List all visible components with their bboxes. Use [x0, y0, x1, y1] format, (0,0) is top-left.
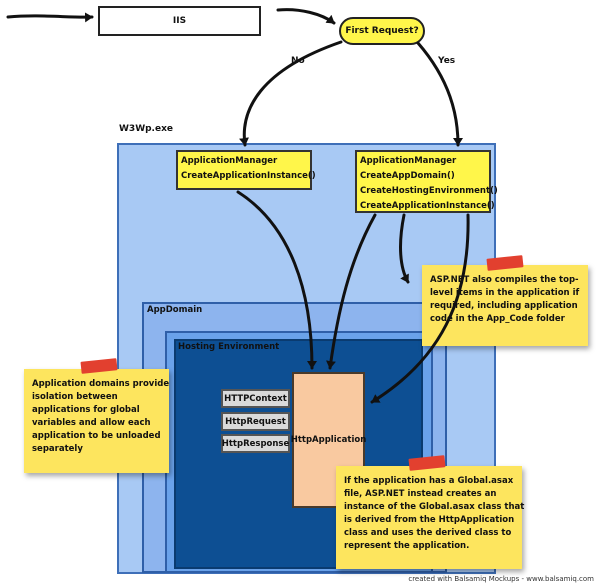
note-line: Application domains provide	[32, 379, 170, 389]
iis-box: IIS	[98, 6, 261, 36]
app-manager-yes-line: ApplicationManager	[360, 156, 457, 166]
application-manager-yes-box: ApplicationManager CreateAppDomain() Cre…	[355, 150, 498, 213]
app-manager-no-line: ApplicationManager	[181, 156, 278, 166]
balsamiq-credit: created with Balsamiq Mockups - www.bals…	[408, 575, 594, 583]
aspnet-compile-note: ASP.NET also compiles the top- level ite…	[422, 265, 588, 346]
http-request-box: HttpRequest	[221, 412, 290, 431]
first-request-decision: First Request?	[339, 17, 425, 45]
note-line: variables and allow each	[32, 418, 151, 428]
appdomain-title: AppDomain	[147, 305, 203, 315]
app-manager-yes-line: CreateHostingEnvironment()	[360, 186, 498, 196]
note-line: represent the application.	[344, 541, 470, 551]
application-manager-no-box: ApplicationManager CreateApplicationInst…	[176, 150, 316, 190]
note-line: applications for global	[32, 405, 140, 415]
app-manager-yes-line: CreateAppDomain()	[360, 171, 455, 181]
arrow-iis-to-first-request	[276, 8, 336, 25]
note-line: is derived from the HttpApplication	[344, 515, 515, 525]
http-response-box: HttpResponse	[221, 434, 290, 453]
note-line: file, ASP.NET instead creates an	[344, 489, 497, 499]
app-domains-note: Application domains provide isolation be…	[24, 369, 169, 473]
http-context-box: HTTPContext	[221, 389, 290, 408]
note-line: isolation between	[32, 392, 118, 402]
app-manager-yes-line: CreateApplicationInstance()	[360, 201, 495, 211]
app-manager-no-line: CreateApplicationInstance()	[181, 171, 316, 181]
note-line: application to be unloaded	[32, 431, 161, 441]
note-line: level items in the application if	[430, 288, 580, 298]
no-label: No	[291, 56, 305, 66]
note-line: class and uses the derived class to	[344, 528, 512, 538]
note-line: ASP.NET also compiles the top-	[430, 275, 579, 285]
w3wp-title: W3Wp.exe	[119, 124, 173, 134]
note-line: separately	[32, 444, 83, 454]
note-line: If the application has a Global.asax	[344, 476, 514, 486]
note-line: code in the App_Code folder	[430, 314, 565, 324]
note-line: instance of the Global.asax class that	[344, 502, 525, 512]
yes-label: Yes	[438, 56, 456, 66]
note-line: required, including application	[430, 301, 578, 311]
arrow-into-iis	[6, 12, 94, 23]
global-asax-note: If the application has a Global.asax fil…	[336, 466, 525, 569]
hosting-environment-title: Hosting Environment	[178, 342, 280, 352]
